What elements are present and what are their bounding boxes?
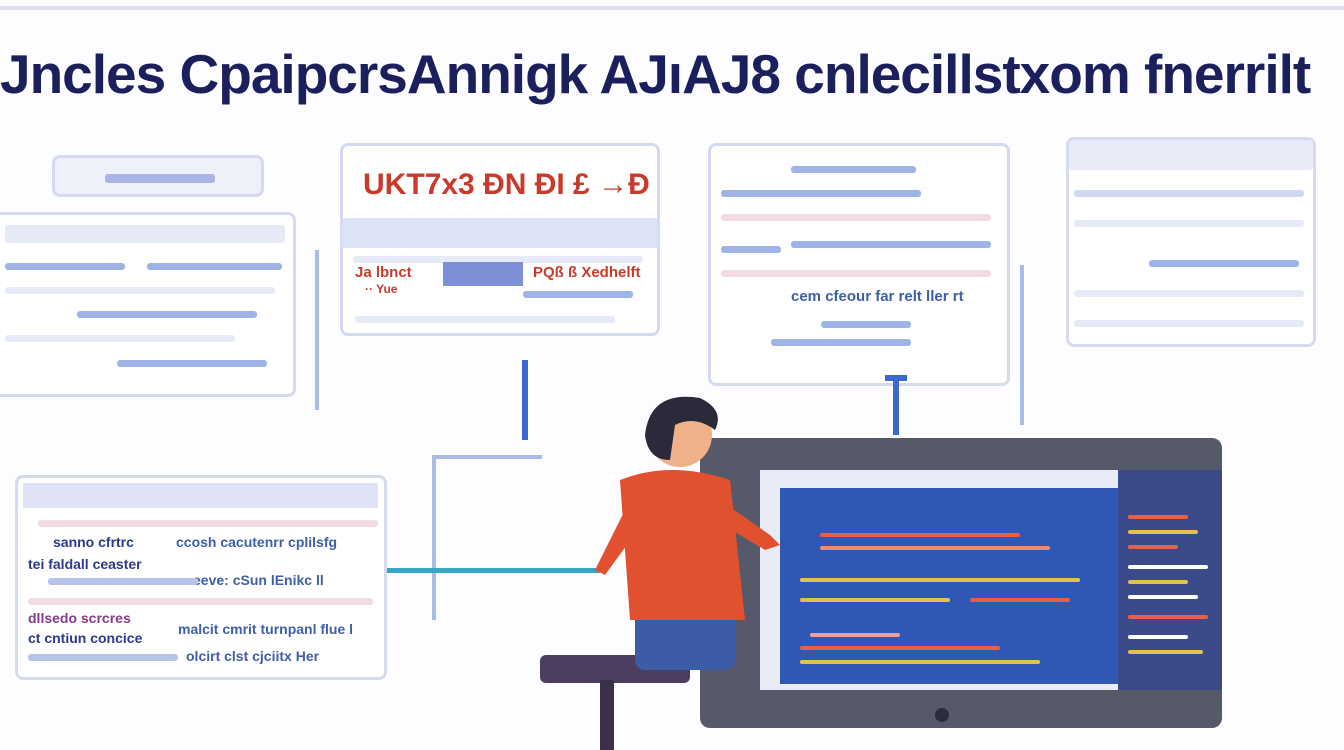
bottom-row1-right: ccosh cacutenrr cplilsfg [176, 534, 338, 550]
pants [635, 610, 735, 670]
far-right-panel [1066, 137, 1316, 347]
arm-left [595, 500, 645, 575]
center-label-left-sub: ·· Yue [365, 282, 398, 296]
bottom-row3-right: malcit cmrit turnpanl flue l [178, 621, 354, 637]
power-button-icon [935, 708, 949, 722]
bottom-row1-left: sanno cfrtrc [53, 534, 134, 550]
developer-illustration [540, 396, 780, 750]
center-heading: UKT7x3 ÐN ÐI £ →Ð [363, 168, 650, 201]
center-panel: UKT7x3 ÐN ÐI £ →Ð Ja lbnct ·· Yue PQß ß … [340, 143, 660, 336]
top-divider [0, 6, 1344, 10]
connector [432, 455, 542, 459]
center-label-right: PQß ß Xedhelft [533, 264, 641, 281]
hair [645, 396, 718, 460]
left-panel [0, 212, 296, 397]
page-title: Jncles CpaipcrsAnnigk AJıAJ8 cnlecillstx… [0, 43, 1311, 105]
shirt [620, 470, 745, 620]
pointer-line [365, 568, 600, 573]
bottom-row4-right: olcirt clst cjciitx Her [186, 648, 320, 664]
connector [432, 455, 436, 620]
bottom-row4-left: ct cntiun concice [28, 630, 143, 646]
center-label-left: Ja lbnct [355, 264, 412, 281]
bottom-panel: sanno cfrtrc ccosh cacutenrr cplilsfg te… [15, 475, 387, 680]
monitor-screen [780, 488, 1120, 684]
connector [1020, 265, 1024, 425]
stool-leg [600, 680, 614, 750]
arm-right [715, 500, 780, 550]
bottom-row3-left: dllsedo scrcres [28, 610, 131, 626]
connector [522, 360, 528, 440]
right-panel: cem cfeour far relt ller rt [708, 143, 1010, 386]
connector [315, 250, 319, 410]
bottom-row2-left: tei faldall ceaster [28, 556, 142, 572]
right-panel-caption: cem cfeour far relt ller rt [791, 288, 964, 305]
connector [893, 375, 899, 435]
small-card [52, 155, 264, 197]
code-sidebar [1118, 470, 1222, 690]
bottom-row2-right: eeve: cSun lEnikc ll [193, 572, 324, 588]
